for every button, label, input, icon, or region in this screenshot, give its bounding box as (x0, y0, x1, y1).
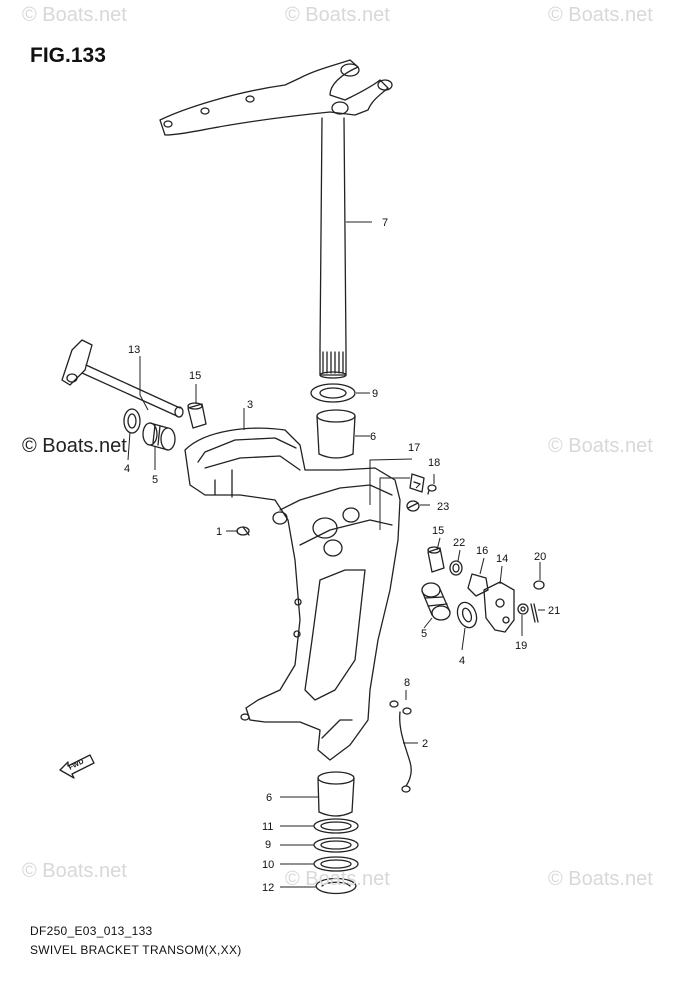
watermark: © Boats.net (548, 868, 653, 890)
ground-wire-part-2[interactable] (399, 711, 412, 793)
watermark: © Boats.net (285, 868, 390, 890)
washer-part-4-left[interactable] (123, 408, 141, 434)
figure-caption: SWIVEL BRACKET TRANSOM(X,XX) (30, 943, 242, 957)
callout-12: 12 (262, 882, 274, 894)
callout-5: 5 (152, 474, 158, 486)
callout-4: 4 (124, 463, 130, 475)
collar-part-15-right[interactable] (427, 546, 445, 573)
callout-5: 5 (421, 628, 427, 640)
callout-11: 11 (262, 821, 273, 833)
bushing-part-5-left[interactable] (142, 422, 176, 451)
callout-6: 6 (370, 431, 376, 443)
watermark: © Boats.net (22, 435, 127, 457)
watermark: © Boats.net (285, 4, 390, 26)
screw-part-8[interactable] (389, 700, 412, 715)
bushing-part-6-upper[interactable] (316, 409, 356, 459)
callout-23: 23 (437, 501, 449, 513)
callout-14: 14 (496, 553, 508, 565)
swivel-bracket-part-3[interactable] (184, 427, 401, 761)
callout-4: 4 (459, 655, 465, 667)
cotter-pin-part-21[interactable] (530, 603, 539, 623)
screw-part-18[interactable] (427, 484, 437, 495)
lever-part-16[interactable] (467, 573, 489, 597)
ring-part-22[interactable] (449, 560, 463, 576)
callout-17: 17 (408, 442, 420, 454)
drawing-code: DF250_E03_013_133 (30, 924, 153, 938)
callout-15: 15 (189, 370, 201, 382)
clip-part-23[interactable] (406, 500, 420, 512)
fwd-arrow-icon (59, 754, 95, 779)
callout-7: 7 (382, 217, 388, 229)
callout-1: 1 (216, 526, 222, 538)
collar-part-15-left[interactable] (187, 402, 207, 429)
washer-part-9-upper[interactable] (310, 383, 356, 403)
callout-20: 20 (534, 551, 546, 563)
callout-2: 2 (422, 738, 428, 750)
callout-16: 16 (476, 545, 488, 557)
lock-plate-part-14[interactable] (483, 581, 515, 633)
watermark: © Boats.net (548, 435, 653, 457)
circlip-part-12[interactable] (315, 877, 357, 895)
watermark: © Boats.net (548, 4, 653, 26)
callout-15: 15 (432, 525, 444, 537)
callout-9: 9 (372, 388, 378, 400)
callout-18: 18 (428, 457, 440, 469)
nut-part-20[interactable] (533, 580, 545, 590)
watermark: © Boats.net (22, 860, 127, 882)
bushing-part-5-right[interactable] (421, 582, 451, 621)
callout-3: 3 (247, 399, 253, 411)
callout-6: 6 (266, 792, 272, 804)
washer-part-9-lower[interactable] (313, 837, 359, 853)
callout-9: 9 (265, 839, 271, 851)
figure-title: FIG.133 (30, 44, 106, 67)
callout-22: 22 (453, 537, 465, 549)
callout-8: 8 (404, 677, 410, 689)
callout-10: 10 (262, 859, 274, 871)
bolt-part-1[interactable] (236, 526, 250, 536)
callout-19: 19 (515, 640, 527, 652)
steering-shaft-part-7[interactable] (159, 59, 393, 379)
tilt-rod-part-13[interactable] (61, 339, 184, 418)
callout-21: 21 (548, 605, 560, 617)
callout-13: 13 (128, 344, 140, 356)
plate-part-17[interactable] (409, 473, 425, 493)
watermark: © Boats.net (22, 4, 127, 26)
washer-part-4-right[interactable] (454, 600, 480, 631)
washer-part-11[interactable] (313, 818, 359, 834)
nut-part-19[interactable] (517, 603, 529, 615)
bushing-part-6-lower[interactable] (317, 771, 355, 817)
